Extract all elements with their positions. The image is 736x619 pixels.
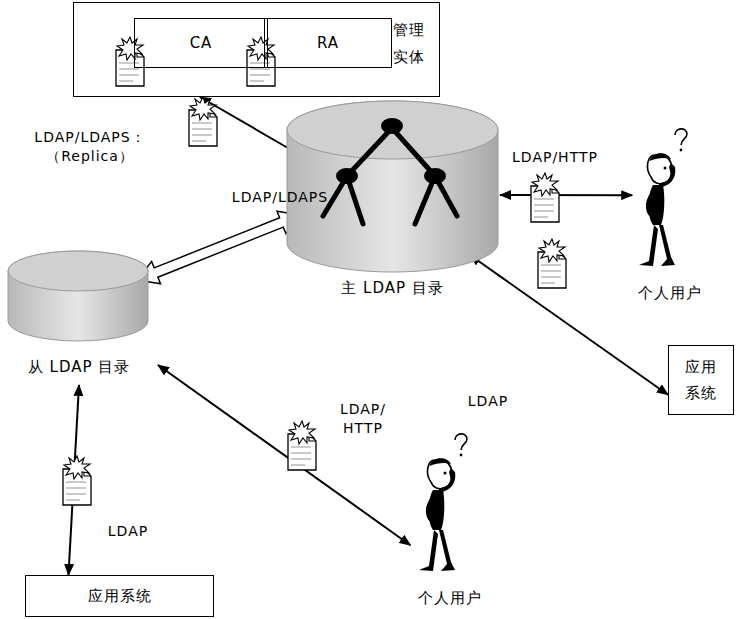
node-label: 管理 实体: [393, 17, 429, 71]
cert-icon: [63, 456, 91, 505]
node-label: RA: [265, 33, 391, 53]
cert-icon: [538, 239, 566, 288]
directory-cylinder: [0, 245, 158, 347]
cert-icon: [189, 97, 217, 146]
protocol-label: LDAP/ HTTP: [333, 400, 393, 438]
directory-node: 从 LDAP 目录: [0, 245, 158, 385]
user-node: 个人用户: [405, 430, 495, 610]
cert-icon: [247, 37, 275, 86]
protocol-label: LDAP: [105, 522, 151, 541]
directory-cylinder: [285, 98, 500, 276]
system-box: 管理 实体 CARA: [73, 2, 440, 97]
protocol-label: LDAP/HTTP: [505, 148, 605, 167]
cert-icon: [116, 37, 144, 86]
protocol-arrow: [138, 211, 301, 283]
protocol-arrow: [470, 255, 668, 395]
node-label: 个人用户: [395, 588, 505, 608]
cert-icon: [288, 421, 316, 470]
system-box: CA: [134, 18, 268, 68]
node-label: 个人用户: [615, 283, 725, 303]
node-label: CA: [135, 33, 267, 53]
system-box: 应用 系统: [668, 345, 734, 415]
cert-icon: [531, 173, 559, 222]
node-label: 应用系统: [26, 586, 213, 606]
protocol-arrow: [500, 194, 632, 196]
protocol-label: LDAP/LDAPS： （Replica）: [25, 128, 155, 166]
node-label: 应用 系统: [682, 355, 721, 406]
protocol-arrow: [158, 365, 410, 545]
protocol-label: LDAP/LDAPS: [225, 188, 335, 207]
system-box: 应用系统: [25, 575, 214, 617]
node-label: 主 LDAP 目录: [285, 278, 500, 298]
user-node: 个人用户: [625, 125, 715, 305]
user-figure: [405, 430, 495, 580]
user-figure: [625, 125, 715, 275]
system-box: RA: [264, 18, 392, 68]
node-label: 从 LDAP 目录: [0, 357, 158, 377]
protocol-label: LDAP: [465, 392, 511, 411]
